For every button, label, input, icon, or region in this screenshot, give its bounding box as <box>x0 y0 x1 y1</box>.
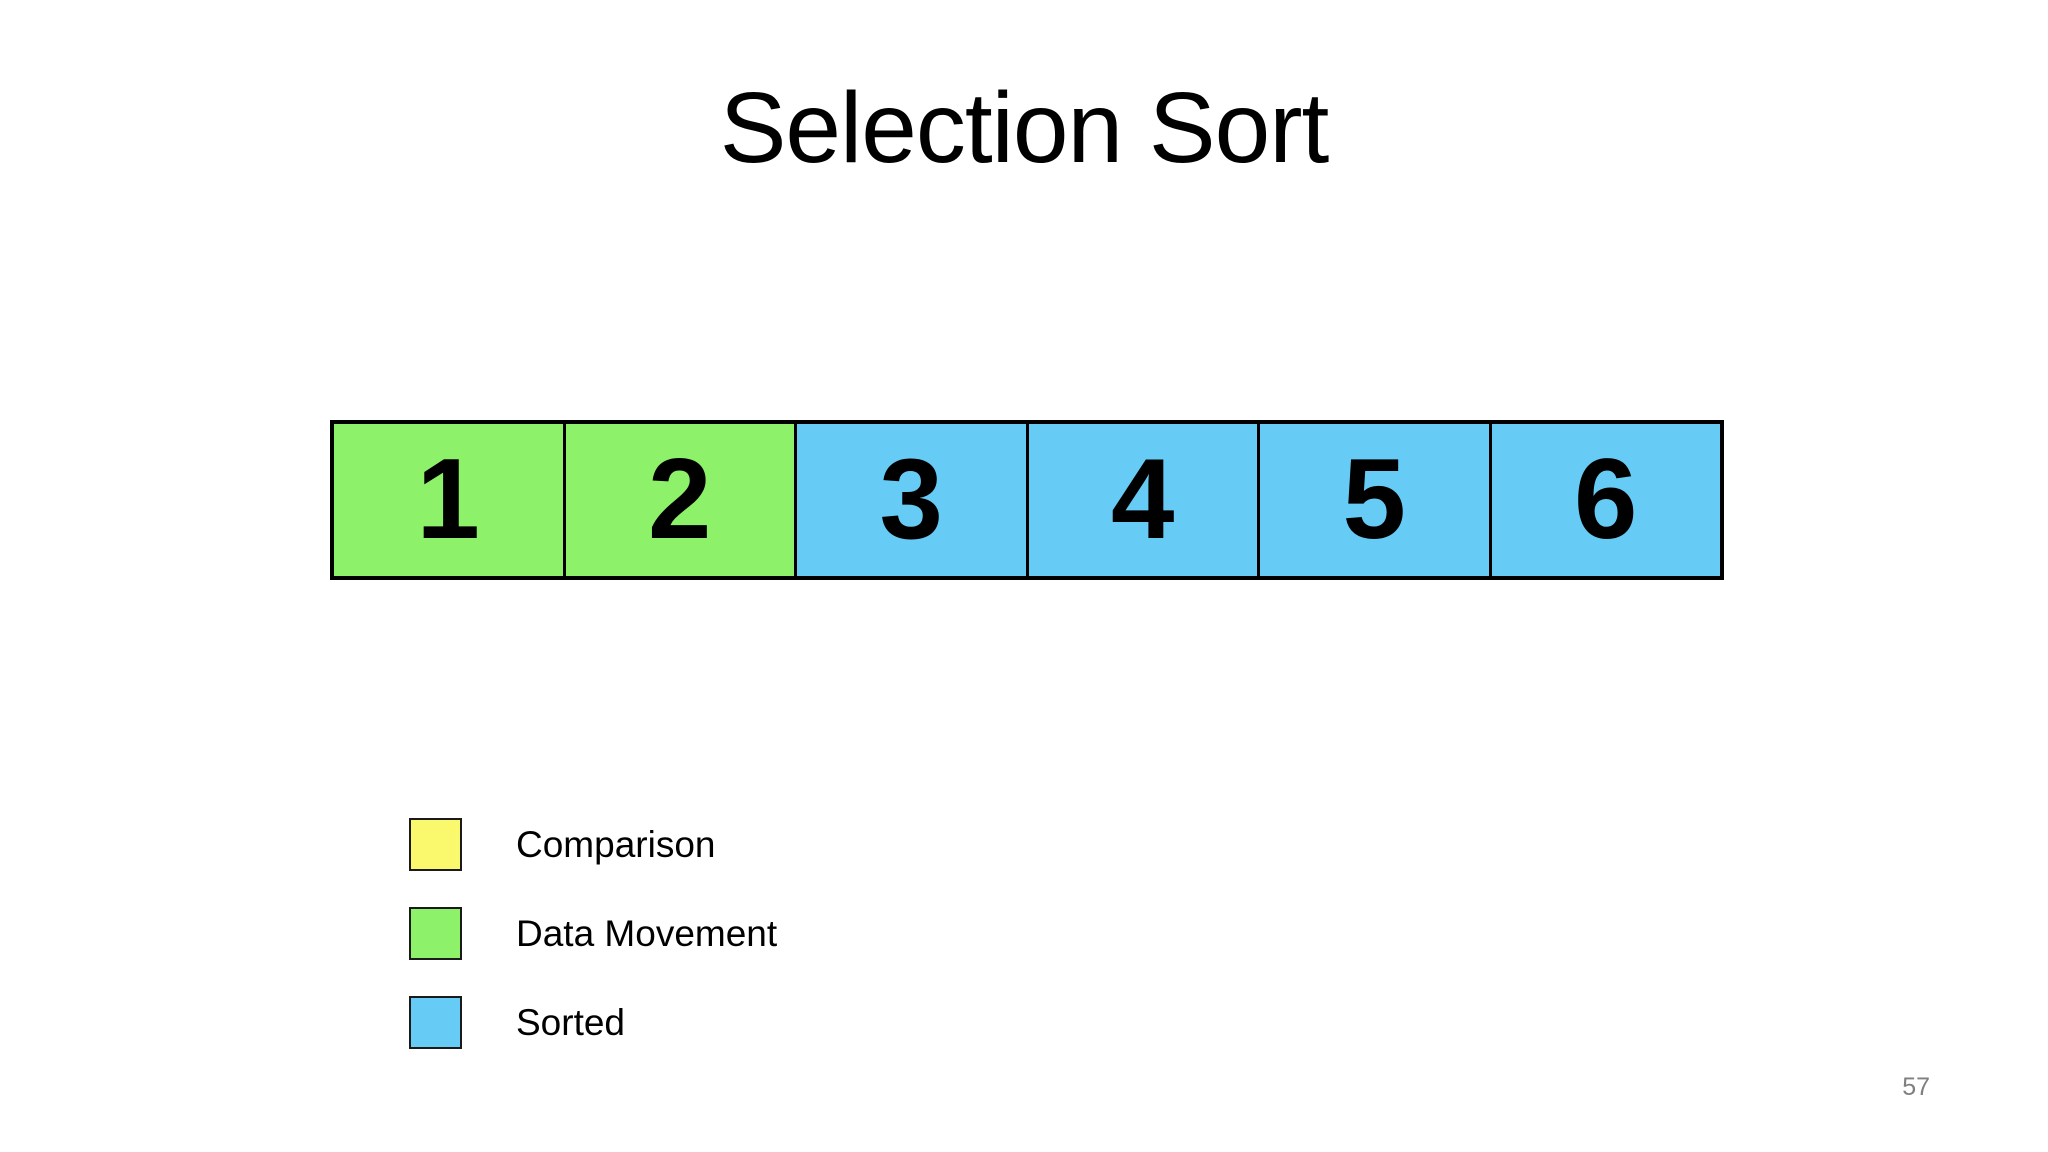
legend-item-data_movement: Data Movement <box>409 907 777 960</box>
array-cell-value: 6 <box>1574 436 1638 563</box>
legend-item-comparison: Comparison <box>409 818 777 871</box>
legend-label: Comparison <box>516 823 716 865</box>
array-cell-value: 2 <box>648 436 712 563</box>
page-number: 57 <box>1902 1073 1930 1101</box>
array-cell: 5 <box>1260 424 1492 576</box>
array-cell: 2 <box>565 424 797 576</box>
array-cell: 3 <box>797 424 1029 576</box>
sorted-swatch <box>409 996 462 1049</box>
array-cell-value: 1 <box>416 436 480 563</box>
legend-label: Data Movement <box>516 912 778 954</box>
array-cell-value: 3 <box>879 436 943 563</box>
array-cell-value: 5 <box>1342 436 1406 563</box>
comparison-swatch <box>409 818 462 871</box>
legend-label: Sorted <box>516 1001 626 1043</box>
slide-title: Selection Sort <box>719 72 1330 184</box>
array-cell: 6 <box>1491 424 1720 576</box>
array-cell: 4 <box>1028 424 1260 576</box>
array-cell: 1 <box>334 424 566 576</box>
array: 1 2 3 4 5 6 <box>330 420 1724 580</box>
array-cell-value: 4 <box>1111 436 1175 563</box>
data_movement-swatch <box>409 907 462 960</box>
legend-item-sorted: Sorted <box>409 996 777 1049</box>
